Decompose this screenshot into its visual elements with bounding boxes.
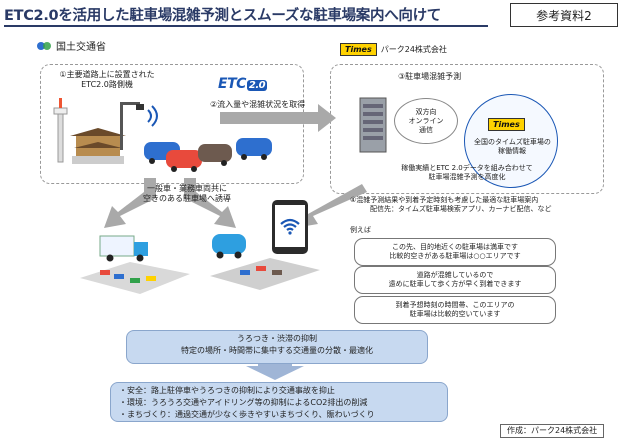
two-way-comm: 双方向 オンライン 通信	[394, 98, 458, 144]
phone-screen	[275, 205, 305, 247]
mlit-name: 国土交通省	[56, 42, 106, 53]
step-1-label: ①主要道路上に設置された ETC2.0路側機	[59, 70, 155, 89]
reference-label: 参考資料2	[510, 3, 618, 27]
step-4-label: ④混雑予測結果や到着予定時刻も考慮した最適な駐車場案内 配信先：タイムズ駐車場検…	[350, 196, 552, 213]
mlit-logo-icon	[37, 41, 51, 50]
arrow-to-park24	[220, 104, 336, 132]
effect-details-box: ・安全：路上駐停車やうろつきの抑制により交通事故を抑止 ・環境：うろうろ交通やア…	[110, 382, 448, 422]
cars-icon	[144, 138, 272, 172]
arrow-to-phone	[294, 184, 367, 228]
tower-icon	[53, 98, 68, 163]
road-traffic-illustration	[53, 98, 272, 172]
wifi-icon	[280, 218, 300, 235]
truck-icon	[99, 235, 148, 262]
example-1: この先、目的地近くの駐車場は満車です 比較的空きがある駐車場は○○エリアです	[354, 238, 556, 266]
title-underline	[4, 25, 488, 27]
combine-label: 稼働実績とETC 2.0データを組み合わせて 駐車場混雑予測を高度化	[401, 164, 533, 181]
smartphone-icon	[272, 200, 308, 254]
arrow-left-down	[104, 178, 156, 228]
example-3: 到着予想時刻の時間帯、このエリアの 駐車場は比較的空いています	[354, 296, 556, 324]
park24-name: パーク24株式会社	[380, 44, 447, 54]
example-2: 道路が混雑しているので 遠めに駐車して歩く方が早く到着できます	[354, 266, 556, 294]
park24-org: Times パーク24株式会社	[340, 43, 447, 56]
effect-summary-box: うろつき・渋滞の抑制 特定の場所・時間帯に集中する交通量の分散・最適化	[126, 330, 428, 364]
server-icon	[359, 97, 387, 153]
effect-item: ・安全：路上駐停車やうろつきの抑制により交通事故を抑止	[119, 386, 335, 395]
examples-label: 例えば	[350, 226, 371, 234]
effect-summary-line1: うろつき・渋滞の抑制	[237, 334, 317, 343]
effect-item: ・まちづくり：通過交通が少なく歩きやすいまちづくり、賑わいづくり	[119, 410, 375, 419]
step-3-label: ③駐車場混雑予測	[398, 72, 462, 81]
times-info-circle	[464, 94, 558, 188]
page-title: ETC2.0を活用した駐車場混雑予測とスムーズな駐車場案内へ向けて	[4, 8, 441, 24]
step-2-label: ②流入量や混雑状況を取得	[210, 100, 306, 109]
left-parking-lot-icon	[80, 262, 190, 294]
roadside-unit-icon	[120, 102, 158, 150]
times-logo-icon: Times	[340, 43, 377, 56]
right-parking-lot-icon	[210, 258, 320, 290]
guidance-label: 一般車・業務車両共に 空きのある駐車場へ誘導	[143, 184, 231, 203]
effect-summary-line2: 特定の場所・時間帯に集中する交通量の分散・最適化	[181, 346, 373, 355]
times-info-label: 全国のタイムズ駐車場の 稼働情報	[474, 138, 551, 155]
credit-label: 作成：パーク24株式会社	[500, 424, 605, 438]
mlit-org: 国土交通省	[36, 38, 106, 53]
effect-item: ・環境：うろうろ交通やアイドリング等の抑制によるCO2排出の削減	[119, 398, 368, 407]
times-circle-logo-icon: Times	[488, 118, 525, 131]
parking-lots-illustration	[80, 234, 320, 294]
blue-car-icon	[212, 234, 246, 259]
arrow-right-down	[184, 178, 236, 228]
temple-icon	[70, 128, 126, 164]
